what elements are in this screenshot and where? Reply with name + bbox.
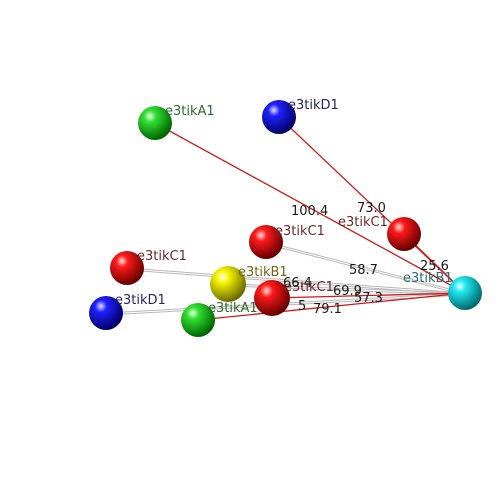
atom-sphere-a1[interactable]	[138, 106, 172, 140]
atom-label-c1left: e3tikC1	[137, 249, 187, 264]
atom-label-c1center: e3tikC1	[284, 280, 334, 295]
bond-line-a1-b1cyan	[154, 122, 466, 294]
distance-label-c1center: 57.3	[354, 291, 383, 306]
distance-label-a1: 100.4	[291, 204, 328, 219]
distance-label-b1yellow: 69.9	[333, 284, 362, 299]
distance-label-c1left: 66.4	[283, 276, 312, 291]
atom-label-a1low: e3tikA1	[208, 301, 258, 316]
atom-label-c1right: e3tikC1	[338, 215, 388, 230]
atom-label-c1mid: e3tikC1	[275, 224, 325, 239]
atom-sphere-c1right[interactable]	[387, 217, 421, 251]
atom-label-d1left: e3tikD1	[115, 293, 166, 308]
bond-line-a1low-b1cyan	[197, 292, 466, 321]
atom-sphere-c1left[interactable]	[110, 251, 144, 285]
bond-line-c1left-b1cyan	[126, 267, 466, 294]
atom-label-d1top: e3tikD1	[288, 98, 339, 113]
atom-label-b1yellow: e3tikB1	[238, 265, 288, 280]
distance-label-d1left: 5	[298, 299, 306, 314]
atom-sphere-d1left[interactable]	[89, 296, 123, 330]
bond-line-c1center-b1cyan	[271, 292, 466, 299]
distance-label-c1mid: 58.7	[349, 263, 378, 278]
atom-sphere-d1top[interactable]	[262, 100, 296, 134]
atoms-layer	[89, 100, 482, 337]
atom-sphere-b1cyan[interactable]	[448, 276, 482, 310]
atom-label-b1cyan: e3tikB1	[403, 271, 453, 286]
bond-line-c1mid-b1cyan	[265, 241, 466, 294]
atom-sphere-b1yellow[interactable]	[210, 266, 246, 302]
distance-label-c1right: 25.6	[420, 259, 449, 274]
atom-sphere-c1center[interactable]	[254, 280, 290, 316]
atom-label-a1: e3tikA1	[165, 104, 215, 119]
distance-label-a1low: 79.1	[313, 302, 342, 317]
distance-labels-layer: 100.4 73.0 25.6 58.7 66.4 69.957.3 5 79.1	[283, 201, 449, 317]
distance-label-d1top: 73.0	[357, 201, 386, 216]
bond-line-shadow-c1mid	[265, 243, 466, 296]
atom-sphere-a1low[interactable]	[181, 303, 215, 337]
atom-sphere-c1mid[interactable]	[249, 225, 283, 259]
